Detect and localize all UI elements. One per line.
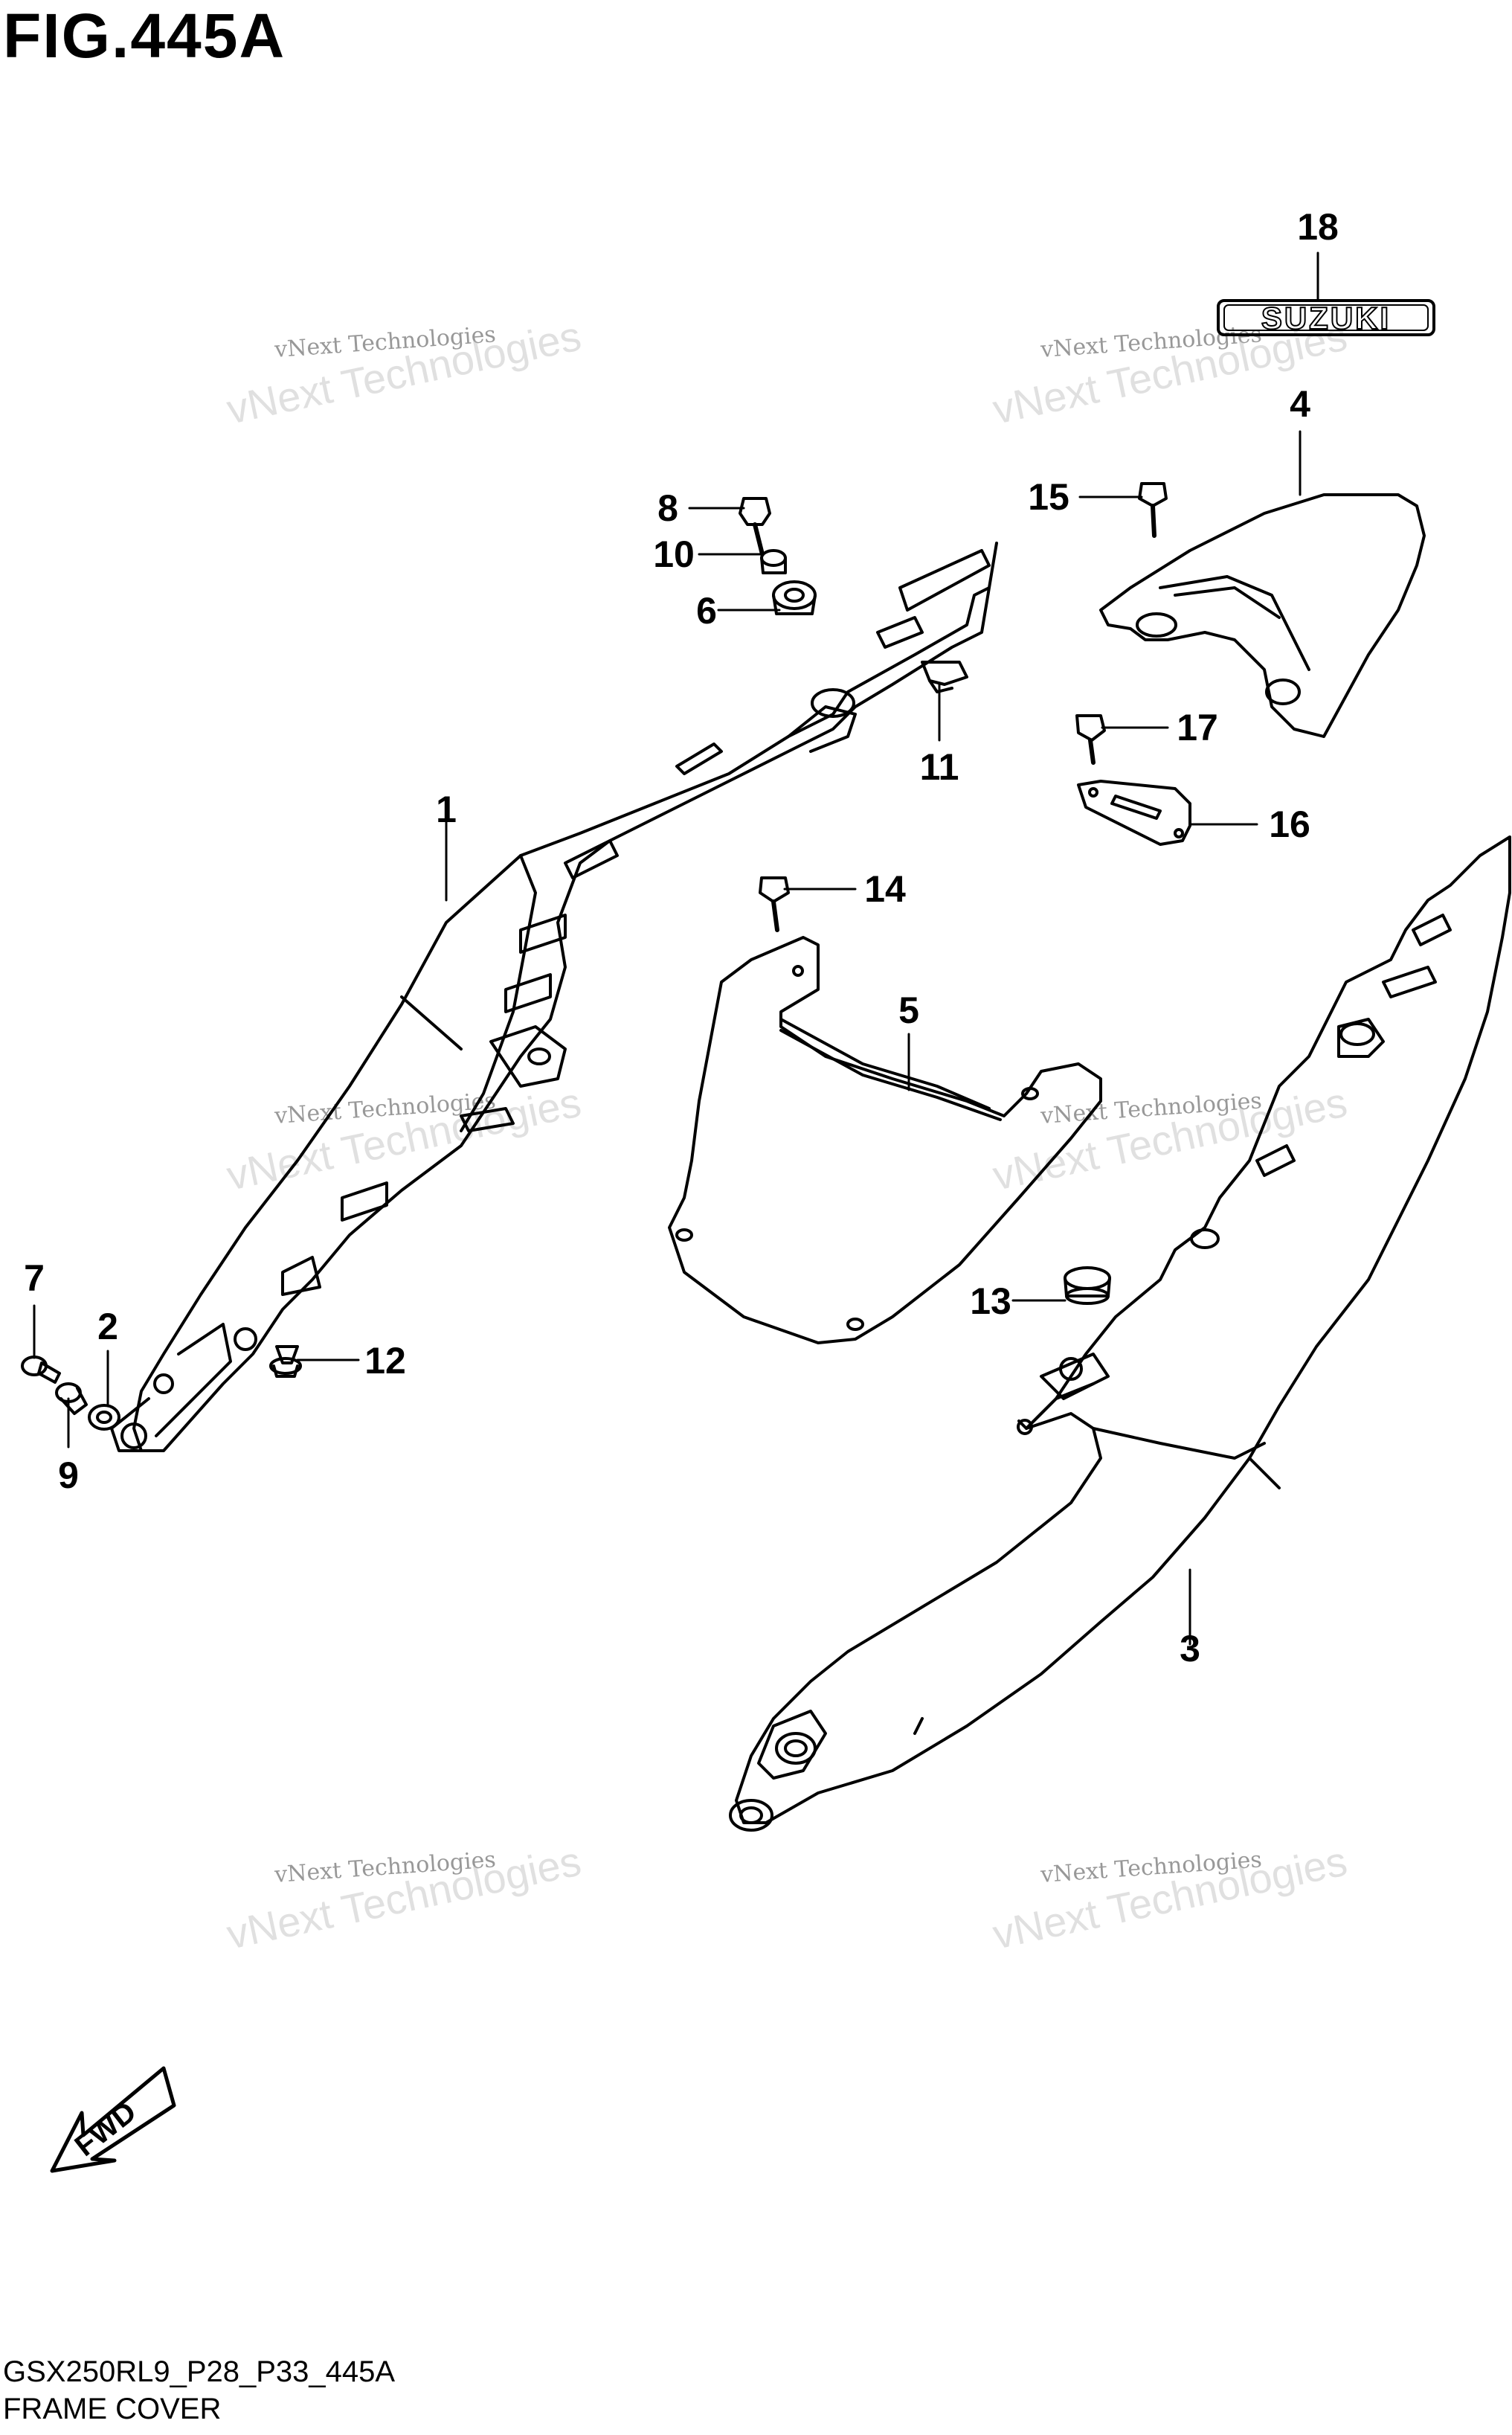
callout-1: 1 (436, 789, 457, 830)
part-8-bolt (739, 497, 771, 556)
part-10-nut (760, 549, 787, 574)
callout-6: 6 (696, 590, 717, 632)
part-3-right-frame-cover (729, 835, 1511, 1832)
figure-title: FIG.445A (3, 1, 286, 71)
part-1-left-frame-cover (110, 542, 998, 1452)
callout-15: 15 (1028, 476, 1069, 518)
part-13-grommet (1064, 1266, 1111, 1305)
fwd-arrow-icon: FWD (50, 2066, 176, 2173)
part-14-screw (759, 876, 790, 932)
emblem-text: SUZUKI (1261, 301, 1391, 336)
figure-code: GSX250RL9_P28_P33_445A (3, 2355, 396, 2388)
part-4-tail-cover (1099, 493, 1426, 738)
callout-18: 18 (1297, 206, 1339, 248)
figure-name: FRAME COVER (3, 2393, 222, 2425)
callout-8: 8 (657, 487, 678, 529)
callout-2: 2 (97, 1306, 118, 1347)
callout-7: 7 (24, 1257, 45, 1299)
callout-4: 4 (1290, 383, 1310, 425)
callout-numbers: 1 2 3 4 5 6 7 8 9 10 11 12 13 14 15 16 1… (24, 206, 1339, 1669)
part-6-grommet (772, 580, 817, 615)
callout-3: 3 (1180, 1628, 1200, 1669)
callout-12: 12 (364, 1340, 406, 1382)
part-11-clip (921, 661, 968, 693)
part-12-clip (269, 1345, 302, 1378)
leader-lines (33, 251, 1319, 1646)
part-17-bolt (1075, 714, 1106, 765)
callout-16: 16 (1269, 803, 1310, 845)
part-2-grommet (88, 1404, 120, 1431)
part-5-center-cover (668, 936, 1102, 1344)
callout-9: 9 (58, 1454, 79, 1496)
part-9-collar (55, 1382, 88, 1415)
callout-5: 5 (898, 989, 919, 1031)
part-18-emblem (1217, 299, 1435, 336)
callout-11: 11 (920, 746, 959, 788)
part-16-bracket (1077, 780, 1191, 846)
callout-10: 10 (653, 533, 695, 575)
callout-17: 17 (1177, 707, 1218, 748)
part-7-bolt (21, 1356, 61, 1384)
callout-13: 13 (970, 1280, 1011, 1322)
part-15-screw (1138, 482, 1168, 538)
callout-14: 14 (864, 868, 906, 910)
